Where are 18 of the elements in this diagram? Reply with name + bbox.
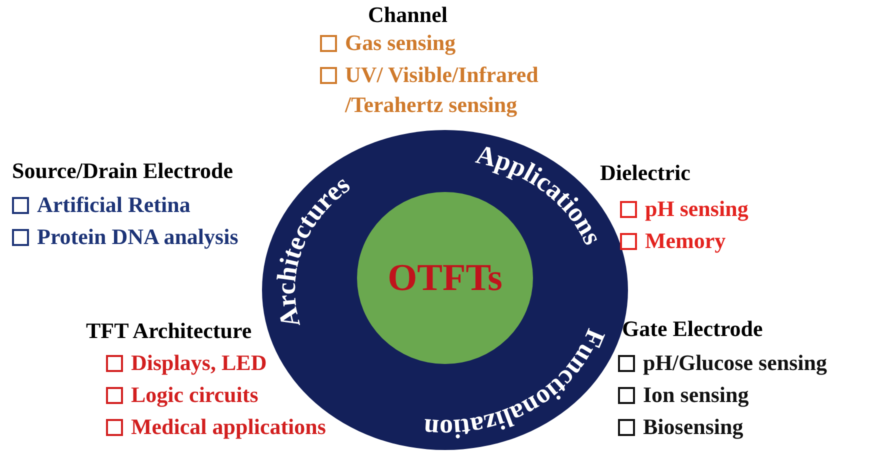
list-item: Gas sensing — [345, 29, 457, 57]
list-item: pH/Glucose sensing — [643, 349, 827, 377]
list-item: pH sensing — [645, 195, 748, 223]
list-item: Biosensing — [643, 413, 744, 441]
section-heading: TFT Architecture — [86, 317, 252, 345]
section-heading: Dielectric — [600, 159, 690, 187]
list-item: Logic circuits — [131, 381, 258, 409]
section-heading: Channel — [368, 1, 448, 29]
list-item: UV/ Visible/Infrared /Terahertz sensing — [345, 61, 540, 119]
list-item: Displays, LED — [131, 349, 267, 377]
list-item: Medical applications — [131, 413, 326, 441]
list-item: Ion sensing — [643, 381, 749, 409]
list-item: Memory — [645, 227, 726, 255]
section-heading: Source/Drain Electrode — [12, 157, 233, 185]
list-item: Artificial Retina — [37, 191, 190, 219]
list-item: Protein DNA analysis — [37, 223, 238, 251]
center-title: OTFTs — [388, 256, 502, 300]
section-heading: Gate Electrode — [622, 315, 763, 343]
